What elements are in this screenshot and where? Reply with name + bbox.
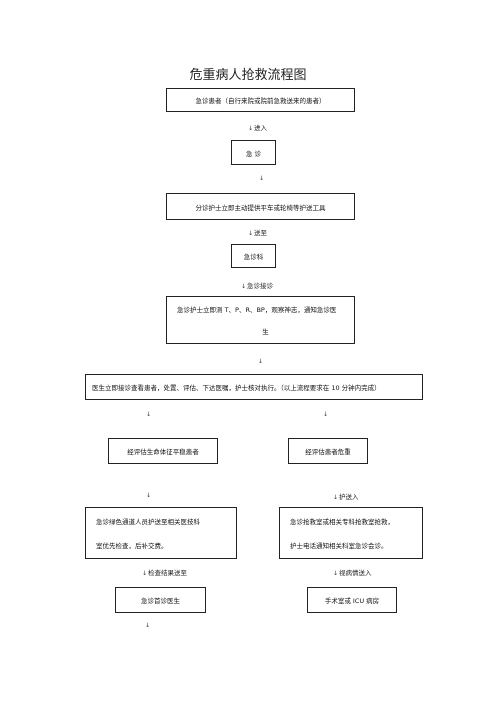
arrow-down-icon: ↓: [146, 492, 152, 499]
arrow-down-icon: ↓: [241, 283, 247, 290]
connector-6-right: ↓: [323, 410, 329, 418]
connector-9-left: ↓: [145, 621, 151, 629]
step-critical-patient: 经评估患者危重: [288, 438, 368, 464]
connector-5: ↓: [258, 357, 264, 365]
page-title: 危重病人抢救流程图: [189, 68, 307, 83]
connector-label: 急诊接诊: [247, 282, 274, 290]
connector-escort-in: ↓护送入: [333, 491, 359, 501]
step-emergency-dept-text: 急 诊: [245, 149, 262, 158]
connector-results-to: ↓检查结果送至: [142, 567, 187, 577]
step-nurse-vitals-line1: 急诊护士立即测 T、P、R、BP，观察神志，通知急诊医: [177, 306, 337, 314]
connector-6-left: ↓: [146, 410, 152, 418]
step-stable-patient-text: 经评估生命体征平稳患者: [127, 448, 199, 456]
step-emergency-patient-text: 急诊患者（自行来院或院前急救送来的患者）: [195, 97, 326, 105]
step-first-doctor-text: 急诊首诊医生: [141, 597, 180, 605]
arrow-down-icon: ↓: [259, 175, 265, 182]
connector-label: 检查结果送至: [148, 569, 188, 577]
arrow-down-icon: ↓: [146, 411, 152, 418]
connector-label: 视病情送入: [339, 569, 372, 577]
step-rescue-room: 急诊抢救室或相关专科抢救室抢救， 护士电话通知相关科室急诊会诊。: [279, 507, 423, 559]
connector-label: 进入: [254, 124, 268, 132]
arrow-down-icon: ↓: [248, 125, 254, 132]
arrow-down-icon: ↓: [145, 622, 151, 629]
step-green-channel: 急诊绿色通道人员护送至相关医技科 室优先检查，后补交费。: [85, 507, 237, 559]
step-nurse-vitals-line2: 生: [262, 328, 269, 336]
step-triage-nurse-text: 分诊护士立即主动提供平车或轮椅等护送工具: [195, 203, 326, 212]
step-stable-patient: 经评估生命体征平稳患者: [108, 438, 218, 464]
connector-enter: ↓进入: [248, 122, 267, 132]
arrow-down-icon: ↓: [323, 411, 329, 418]
step-rescue-room-line1: 急诊抢救室或相关专科抢救室抢救，: [290, 518, 394, 526]
connector-by-condition: ↓视病情送入: [333, 567, 372, 577]
step-critical-patient-text: 经评估患者危重: [305, 448, 351, 456]
connector-label: 护送入: [339, 493, 359, 501]
step-rescue-room-line2: 护士电话通知相关科室急诊会诊。: [290, 542, 388, 550]
connector-2: ↓: [259, 174, 265, 182]
arrow-down-icon: ↓: [248, 230, 254, 237]
connector-7-left: ↓: [146, 491, 152, 499]
step-emergency-ward-text: 急诊科: [243, 253, 264, 261]
step-emergency-ward: 急诊科: [231, 244, 276, 268]
step-doctor-assessment-text: 医生立即接诊查看患者，处置、评估、下达医嘱，护士核对执行。（以上流程要求在 10…: [92, 384, 381, 392]
step-green-channel-line1: 急诊绿色通道人员护送至相关医技科: [96, 518, 200, 526]
arrow-down-icon: ↓: [142, 570, 148, 577]
step-emergency-patient: 急诊患者（自行来院或院前急救送来的患者）: [166, 88, 355, 112]
connector-label: 送至: [254, 229, 268, 237]
step-doctor-assessment: 医生立即接诊查看患者，处置、评估、下达医嘱，护士核对执行。（以上流程要求在 10…: [85, 374, 423, 400]
connector-reception: ↓急诊接诊: [241, 280, 273, 290]
step-nurse-vitals: 急诊护士立即测 T、P、R、BP，观察神志，通知急诊医 生: [166, 296, 355, 344]
step-emergency-dept: 急 诊: [231, 140, 276, 165]
step-green-channel-line2: 室优先检查，后补交费。: [96, 542, 168, 550]
step-or-icu: 手术室或 ICU 病房: [307, 587, 397, 613]
step-or-icu-text: 手术室或 ICU 病房: [324, 597, 380, 605]
arrow-down-icon: ↓: [333, 570, 339, 577]
arrow-down-icon: ↓: [258, 358, 264, 365]
step-triage-nurse: 分诊护士立即主动提供平车或轮椅等护送工具: [166, 193, 355, 220]
connector-send-to: ↓送至: [248, 227, 267, 237]
arrow-down-icon: ↓: [333, 494, 339, 501]
step-first-doctor: 急诊首诊医生: [115, 587, 206, 613]
